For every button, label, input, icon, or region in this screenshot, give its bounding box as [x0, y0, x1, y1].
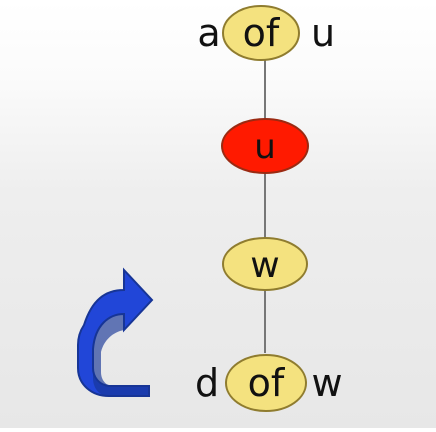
node-middle-yellow-label: w: [250, 245, 279, 286]
node-middle-red-label: u: [254, 127, 276, 167]
node-middle-yellow: w: [222, 237, 308, 291]
node-bottom-suffix: w: [311, 361, 342, 405]
node-top: a of u: [197, 5, 335, 61]
node-middle-red: u: [221, 118, 309, 174]
curved-arrow-icon: [77, 267, 154, 397]
node-top-prefix: a: [197, 11, 220, 55]
node-bottom: d of w: [195, 354, 343, 412]
node-bottom-prefix: d: [195, 361, 219, 405]
node-bottom-label: of: [248, 361, 286, 405]
node-top-suffix: u: [311, 11, 335, 55]
node-top-label: of: [243, 11, 281, 55]
